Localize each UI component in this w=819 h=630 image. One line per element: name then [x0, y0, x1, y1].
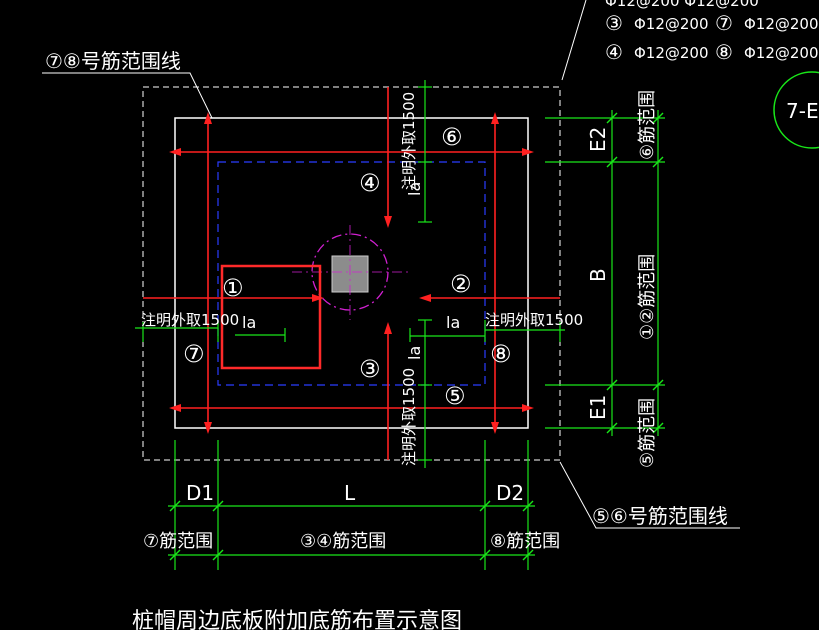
bar-1-label: ① [222, 274, 244, 302]
range-line-56-label: ⑤⑥号筋范围线 [592, 504, 728, 528]
la-label-left: la [242, 313, 256, 332]
dim-e1: E1 [586, 395, 610, 420]
badge-text: 7-E [786, 99, 819, 123]
bar-numbers: ① ② ③ ④ ⑤ ⑥ ⑦ ⑧ [183, 123, 512, 410]
highlight-box [220, 264, 322, 370]
dim-d2: D2 [496, 481, 524, 505]
range-line-78-label: ⑦⑧号筋范围线 [45, 49, 181, 73]
range-12-label: ①②筋范围 [637, 254, 658, 340]
rebar-arrowheads [169, 112, 534, 434]
range-labels: ⑦筋范围 ③④筋范围 ⑧筋范围 ⑥筋范围 ①②筋范围 ⑤筋范围 [143, 90, 658, 552]
legend-num: ④ [605, 40, 623, 64]
note-left: 注明外取1500 [141, 311, 239, 329]
range-7-label: ⑦筋范围 [143, 531, 213, 552]
dim-b: B [586, 268, 610, 282]
note-labels: 注明外取1500 注明外取1500 注明外取1500 注明外取1500 [141, 92, 583, 466]
legend: Φ12@200 Φ12@200 ③ Φ12@200 ⑦ Φ12@200 ④ Φ1… [605, 0, 819, 64]
la-label-top: la [405, 182, 424, 196]
la-label-right: la [446, 313, 460, 332]
la-labels: la la la la [242, 182, 460, 360]
bar-6-label: ⑥ [441, 123, 463, 151]
legend-spec: Φ12@200 [634, 44, 709, 62]
bar-2-label: ② [450, 270, 472, 298]
dim-d1: D1 [186, 481, 214, 505]
dimension-labels: D1 L D2 E1 B E2 [186, 127, 610, 505]
legend-spec: Φ12@200 [634, 15, 709, 33]
range-8-label: ⑧筋范围 [490, 531, 560, 552]
legend-num: ③ [605, 11, 623, 35]
legend-spec: Φ12@200 [744, 44, 819, 62]
bar-3-label: ③ [359, 355, 381, 383]
la-label-bottom: la [405, 346, 424, 360]
legend-clipped-row: Φ12@200 Φ12@200 [605, 0, 759, 10]
bar-7-label: ⑦ [183, 340, 205, 368]
note-top: 注明外取1500 [400, 92, 418, 190]
bar-8-label: ⑧ [490, 340, 512, 368]
bar-4-label: ④ [359, 169, 381, 197]
rebar-lines [143, 87, 560, 460]
range-6-label: ⑥筋范围 [637, 90, 658, 160]
legend-spec: Φ12@200 [744, 15, 819, 33]
leader-56 [559, 461, 740, 529]
note-right: 注明外取1500 [485, 311, 583, 329]
range-5-label: ⑤筋范围 [637, 398, 658, 468]
detail-badge: 7-E [773, 71, 819, 149]
dimension-ticks [169, 112, 664, 561]
note-bottom: 注明外取1500 [400, 368, 418, 466]
caption: 桩帽周边底板附加底筋布置示意图 [132, 609, 462, 630]
range-34-label: ③④筋范围 [300, 531, 386, 552]
dim-e2: E2 [586, 127, 610, 152]
leader-line-top [561, 0, 587, 81]
outer-dashed-boundary [142, 86, 561, 461]
legend-num: ⑦ [715, 11, 733, 35]
bar-5-label: ⑤ [444, 382, 466, 410]
leader-78 [42, 72, 213, 119]
inner-dashed-rect [217, 161, 486, 386]
legend-num: ⑧ [715, 40, 733, 64]
dimension-lines [135, 80, 665, 570]
pile-cap-outline [174, 117, 529, 429]
dim-l: L [344, 481, 356, 505]
